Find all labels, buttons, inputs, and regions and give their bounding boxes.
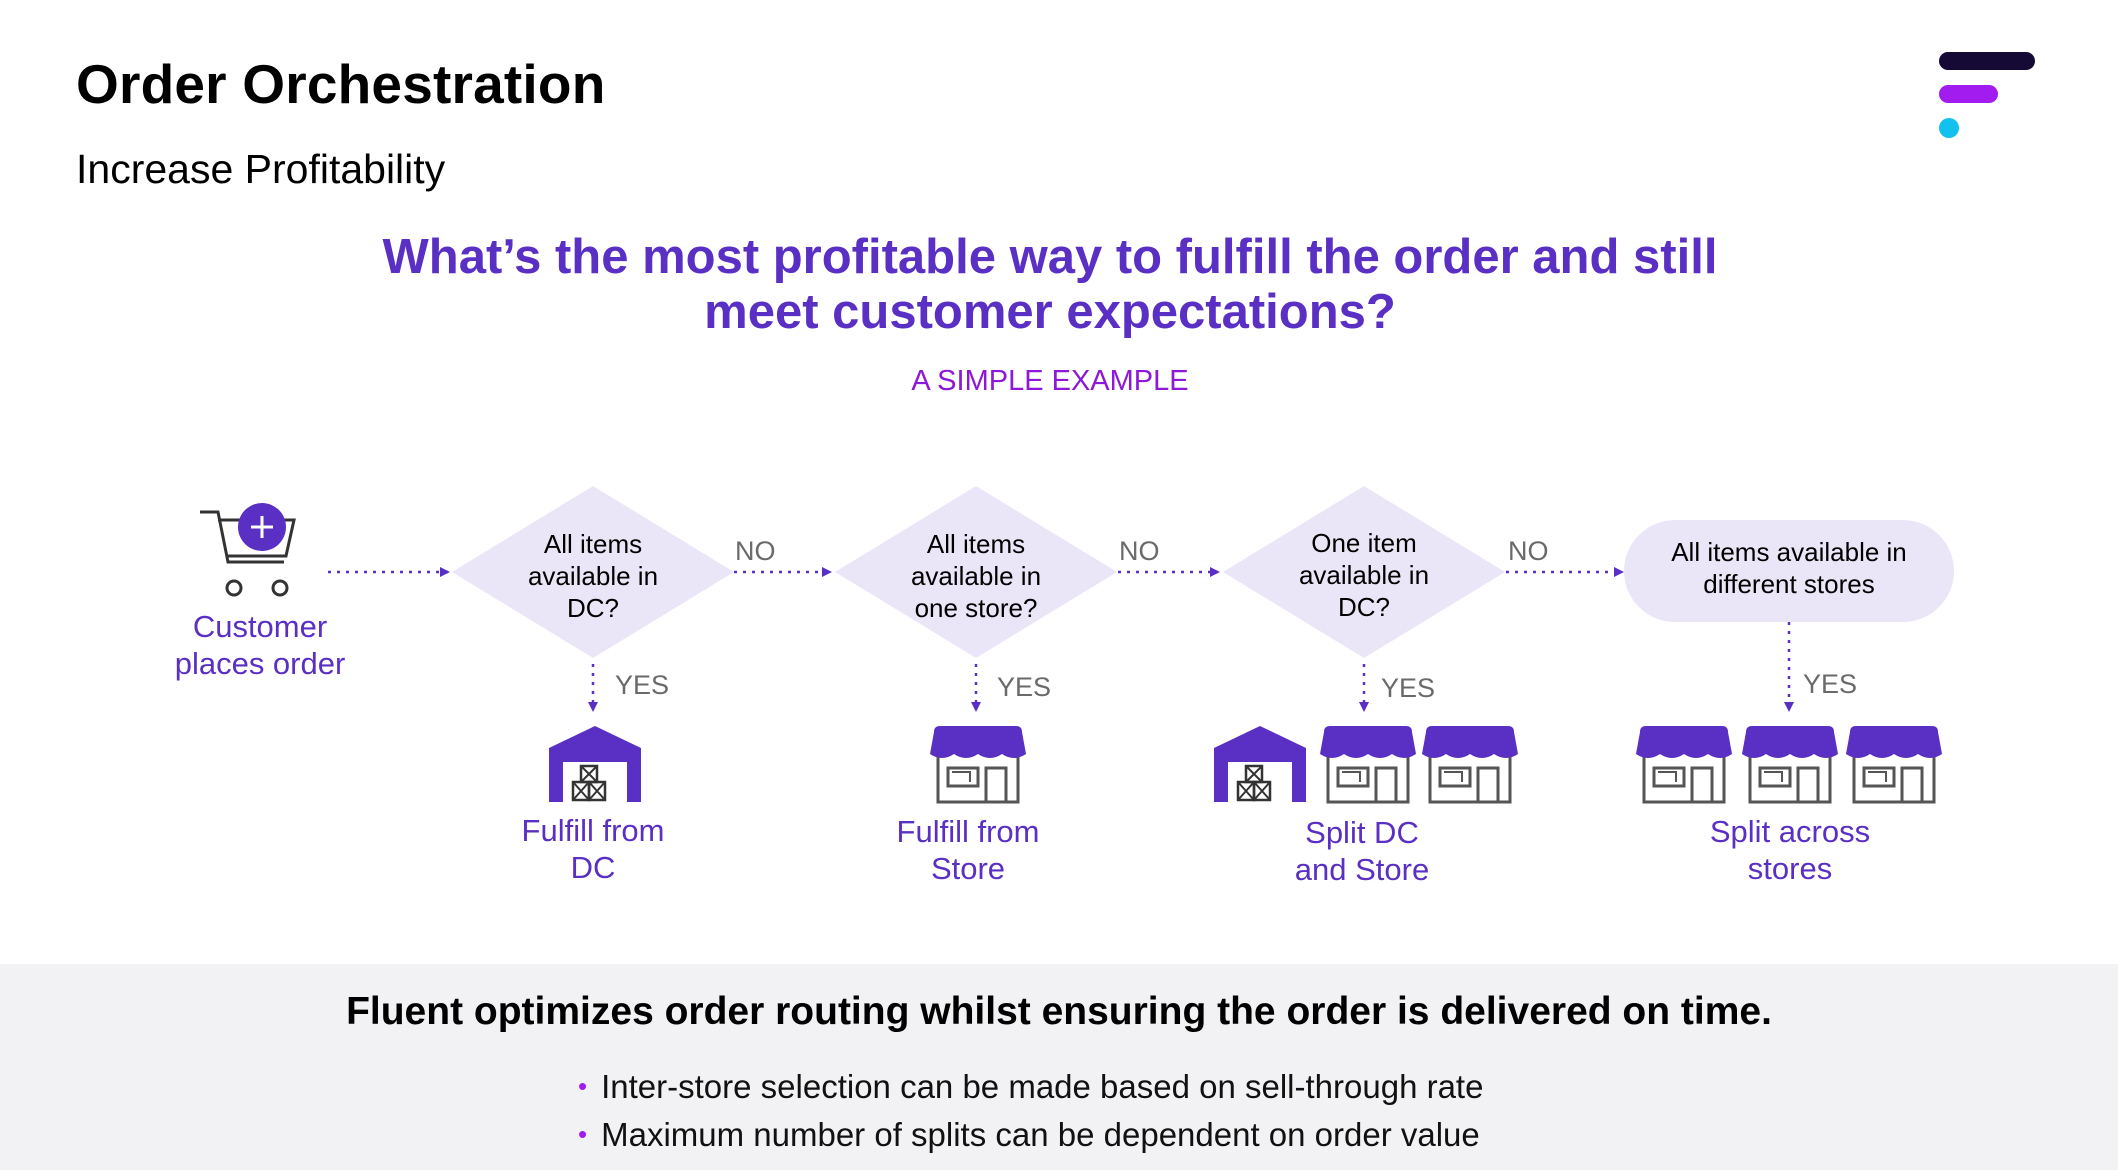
outcome-1-label: Fulfill from DC xyxy=(473,812,713,886)
yes-label-4: YES xyxy=(1803,669,1858,699)
question-line-2: meet customer expectations? xyxy=(704,285,1396,339)
final-node-label: All items available in different stores xyxy=(1624,536,1954,600)
store-icon xyxy=(928,724,1028,804)
decision-2-line-3: one store? xyxy=(914,593,1038,623)
outcome-1-line-1: Fulfill from xyxy=(521,813,665,848)
no-label-1: NO xyxy=(735,536,776,566)
decision-1-line-2: available in xyxy=(527,561,659,591)
footer-bullet-1: •Inter-store selection can be made based… xyxy=(578,1068,1484,1105)
final-node-pill xyxy=(1624,520,1954,622)
warehouse-icon xyxy=(547,724,643,804)
yes-label-3: YES xyxy=(1381,673,1436,703)
start-label: Customer places order xyxy=(140,608,380,682)
footer-bullet-1-text: Inter-store selection can be made based … xyxy=(601,1068,1484,1105)
outcome-4-line-1: Split across xyxy=(1709,814,1871,849)
footer-bullet-2: •Maximum number of splits can be depende… xyxy=(578,1116,1480,1153)
decision-1-line-3: DC? xyxy=(566,593,619,623)
decision-2-line-2: available in xyxy=(910,561,1042,591)
decision-2-line-1: All items xyxy=(926,529,1026,559)
outcome-3-line-2: and Store xyxy=(1294,852,1430,887)
outcome-2-line-1: Fulfill from xyxy=(896,814,1040,849)
example-label: A SIMPLE EXAMPLE xyxy=(911,365,1189,397)
yes-label-1: YES xyxy=(615,670,670,700)
outcome-2-label: Fulfill from Store xyxy=(848,813,1088,887)
question-line-1: What’s the most profitable way to fulfil… xyxy=(382,230,1718,284)
decision-diamond-3 xyxy=(1223,486,1505,658)
decision-3-label: One item available in DC? xyxy=(1264,527,1464,623)
footer-headline: Fluent optimizes order routing whilst en… xyxy=(346,990,1772,1033)
outcome-2-line-2: Store xyxy=(930,851,1006,886)
footer-bullet-2-text: Maximum number of splits can be dependen… xyxy=(601,1116,1480,1153)
cart-plus-icon xyxy=(200,503,296,597)
final-node-line-2: different stores xyxy=(1703,569,1875,599)
outcome-1-line-2: DC xyxy=(570,850,616,885)
outcome-4-label: Split across stores xyxy=(1670,813,1910,887)
no-label-2: NO xyxy=(1119,536,1160,566)
final-node-line-1: All items available in xyxy=(1671,537,1907,567)
yes-label-2: YES xyxy=(997,672,1052,702)
warehouse-and-stores-icon xyxy=(1212,724,1520,804)
multiple-stores-icon xyxy=(1634,724,1944,804)
decision-3-line-2: available in xyxy=(1298,560,1430,590)
decision-diamond-1 xyxy=(452,486,734,658)
decision-diamond-2 xyxy=(835,486,1117,658)
question-heading: What’s the most profitable way to fulfil… xyxy=(300,230,1800,340)
decision-1-label: All items available in DC? xyxy=(493,528,693,624)
outcome-4-line-2: stores xyxy=(1747,851,1833,886)
decision-2-label: All items available in one store? xyxy=(876,528,1076,624)
footer-bullet-list: •Inter-store selection can be made based… xyxy=(578,1064,1483,1160)
decision-3-line-3: DC? xyxy=(1337,592,1390,622)
page-title: Order Orchestration xyxy=(76,53,606,115)
flow-diagram xyxy=(200,486,1954,804)
page-subtitle: Increase Profitability xyxy=(76,146,446,192)
footer-panel xyxy=(0,964,2118,1170)
start-label-line-2: places order xyxy=(174,646,346,681)
decision-1-line-1: All items xyxy=(543,529,643,559)
no-label-3: NO xyxy=(1508,536,1549,566)
outcome-3-line-1: Split DC xyxy=(1305,815,1419,850)
fluent-logo-icon xyxy=(1936,50,2036,150)
outcome-3-label: Split DC and Store xyxy=(1242,814,1482,888)
decision-3-line-1: One item xyxy=(1311,528,1417,558)
start-label-line-1: Customer xyxy=(192,609,328,644)
